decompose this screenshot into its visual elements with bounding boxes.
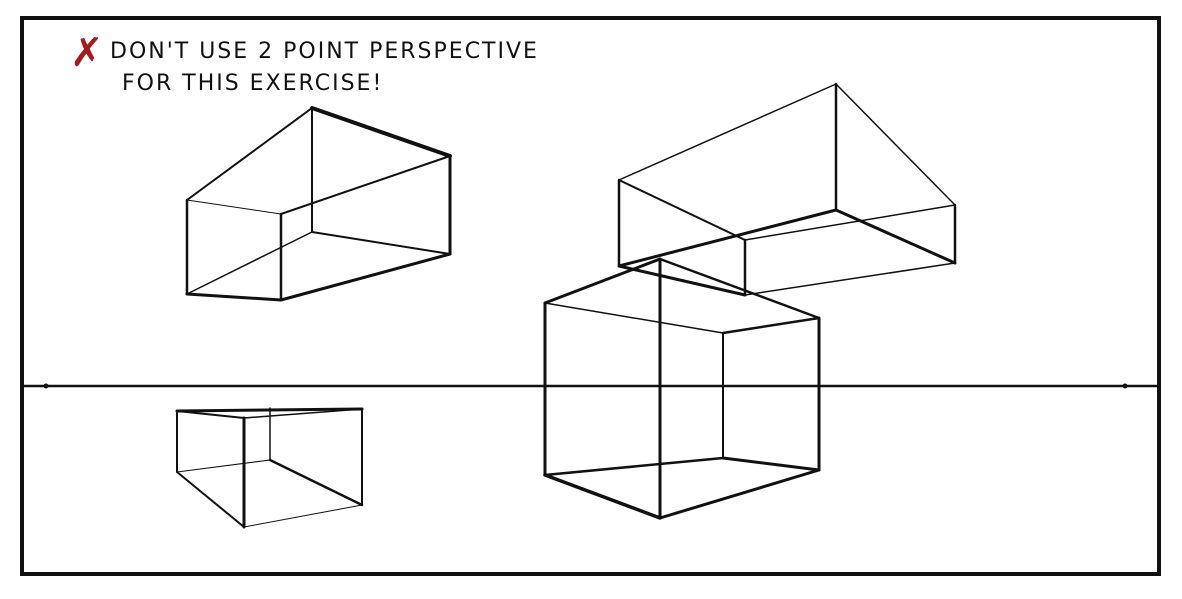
box-top-left xyxy=(185,106,452,302)
note-line-2: FOR THIS EXERCISE! xyxy=(122,71,383,96)
red-x-mark: ✗ xyxy=(70,30,104,76)
horizon-line xyxy=(22,383,1159,389)
box-bottom-left xyxy=(175,407,364,529)
note-line-1: DON'T USE 2 POINT PERSPECTIVE xyxy=(110,39,539,64)
vanishing-point-left xyxy=(43,383,49,389)
vanishing-point-right xyxy=(1122,383,1128,389)
instruction-note: ✗ DON'T USE 2 POINT PERSPECTIVE FOR THIS… xyxy=(70,30,539,96)
page-frame xyxy=(20,16,1161,576)
box-center-large xyxy=(543,257,821,520)
box-top-right xyxy=(617,82,957,297)
